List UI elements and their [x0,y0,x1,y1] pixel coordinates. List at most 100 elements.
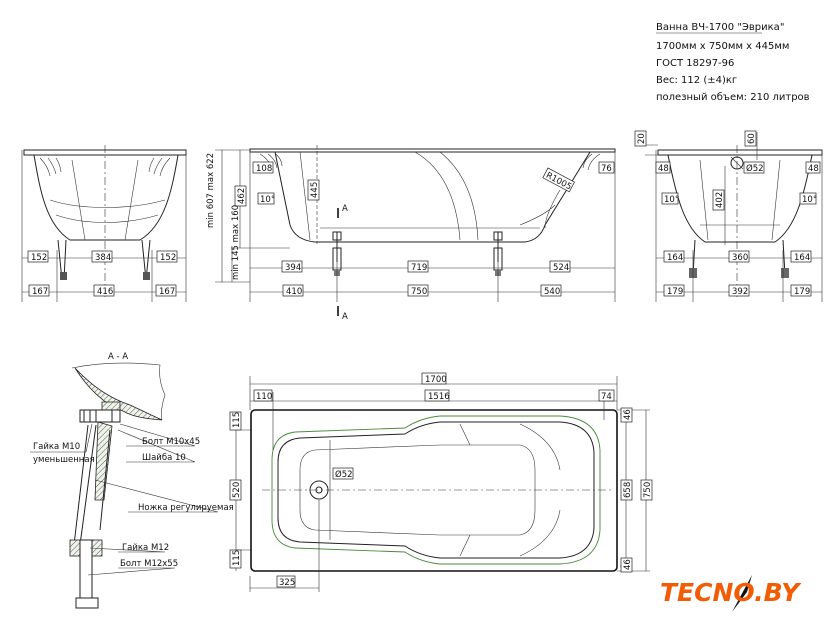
dimension: 76 [598,161,615,174]
dimension: 46 [620,407,633,423]
dimension: 462 [234,185,247,207]
dimension-value: 394 [285,263,301,273]
dimension-value: 416 [97,287,113,297]
dimension: 179 [663,284,685,297]
dimension-value: 167 [159,287,175,297]
dimension: 167 [28,284,50,297]
dimension-value: 10° [664,195,679,205]
dimension: 658 [620,479,633,501]
dimension-value: 384 [95,253,111,263]
plan-view: 1700 1516 110 74 115 520 115 46 46 658 7… [229,372,653,592]
dimension-value: 48 [658,164,669,174]
dimension-value: 540 [544,287,560,297]
logo-bolt-icon [732,575,752,612]
dimension: 167 [155,284,177,297]
right-end-view: 20 60 48 48 Ø52 402 10° 10° 164 360 164 … [634,130,823,302]
dimension-value: 167 [32,287,48,297]
section-mark-bottom: A [342,312,348,322]
dimension-value: 46 [623,409,633,420]
dimension-value: 115 [232,550,242,566]
dimension: 410 [282,284,304,297]
section-a-a: A - A Гайка М10 уменьшенная Болт М10х45 … [30,352,234,609]
dimension: 750 [640,479,653,501]
dimension: Ø52 [743,161,765,174]
dimension: 152 [27,250,49,263]
label-nut-m10-reduced: уменьшенная [33,455,95,465]
dimension: 394 [281,260,303,273]
info-size: 1700мм x 750мм x 445мм [656,41,789,52]
height-total-label: min 607 max 622 [206,153,216,228]
dimension: 402 [712,189,725,211]
info-block: Ванна ВЧ-1700 "Эврика" 1700мм x 750мм x … [656,22,810,103]
side-view: min 607 max 622 462 min 145 max 160 108 … [206,145,616,322]
dimension-value: 1516 [428,392,450,402]
dimension-value: 392 [732,287,748,297]
dimension: 115 [229,549,242,569]
dimension-value: 179 [667,287,683,297]
dimension: 445 [307,179,320,201]
dimension-value: 402 [715,192,725,208]
dimension-value: 719 [411,263,427,273]
dimension-value: 152 [160,253,176,263]
dimension: 10° [799,192,817,205]
dimension-value: 750 [643,482,653,498]
label-nut-m10: Гайка М10 [33,442,80,452]
dimension: 115 [229,411,242,431]
dimension-value: 115 [232,412,242,428]
dimension-value: 10° [802,195,817,205]
dimension-value: 60 [747,133,757,144]
dimension-value: 164 [794,253,810,263]
dimension-value: 110 [256,392,272,402]
info-title: Ванна ВЧ-1700 "Эврика" [656,22,784,33]
dimension-value: 658 [623,482,633,498]
info-weight: Вес: 112 (±4)кг [656,75,737,86]
info-standard: ГОСТ 18297-96 [656,58,734,69]
dimension: R1005 [542,167,575,192]
dimension-value: 76 [601,164,612,174]
dimension: 384 [91,250,113,263]
dimension-value: Ø52 [746,163,764,174]
dimension: Ø52 [332,467,354,480]
dimension-value: 445 [310,182,320,198]
section-title: A - A [108,352,128,362]
dimension: 46 [620,557,633,573]
dimension: 360 [728,250,750,263]
dimension: 164 [790,250,812,263]
dimension-value: 108 [256,164,272,174]
label-bolt-m12: Болт М12х55 [120,559,178,569]
dimension-value: 462 [237,188,247,204]
label-washer: Шайба 10 [142,453,186,463]
dimension: 20 [634,130,647,147]
dimension-value: 48 [808,164,819,174]
leg-height-label: min 145 max 160 [231,205,241,280]
dimension: 74 [598,389,615,402]
info-volume: полезный объем: 210 литров [656,92,810,103]
logo-text: TECNO.BY [660,578,802,607]
dimension: 152 [156,250,178,263]
dimension: 719 [407,260,429,273]
dimension: 540 [540,284,562,297]
dimension: 520 [229,479,242,501]
dimension: 110 [253,389,273,402]
dimension: 10° [257,192,275,205]
dimension: 10° [661,192,679,205]
dimension-value: Ø52 [335,469,353,480]
label-bolt-m10: Болт М10х45 [142,437,200,447]
dimension-value: 46 [623,559,633,570]
left-end-view: 152 384 152 167 416 167 [21,145,187,302]
dimension-value: 74 [601,392,612,402]
dimension: 524 [549,260,571,273]
dimension: 1516 [424,389,450,402]
dimension-value: 20 [637,133,647,144]
dimension: 325 [276,575,296,588]
dimension-value: 179 [794,287,810,297]
dimension-value: 325 [279,578,295,588]
dimension: 48 [805,161,821,174]
dimension: 1700 [421,372,447,385]
label-nut-m12: Гайка М12 [122,543,169,553]
dimension: 60 [744,130,757,147]
dimension-value: 410 [286,287,302,297]
dimension: 750 [407,284,429,297]
